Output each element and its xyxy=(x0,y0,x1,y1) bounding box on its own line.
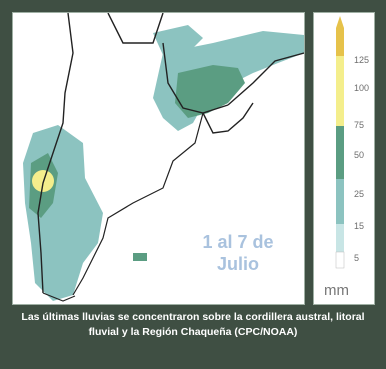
legend-tick-50: 50 xyxy=(354,150,365,160)
legend-band-25 xyxy=(336,179,344,224)
legend-tick-125: 125 xyxy=(354,55,370,65)
precipitation-legend: 125 100 75 50 25 15 5 mm xyxy=(313,12,375,305)
legend-tick-15: 15 xyxy=(354,221,365,231)
legend-colorbar xyxy=(335,16,345,269)
legend-tick-75: 75 xyxy=(354,120,365,130)
bolivia-border xyxy=(107,13,164,44)
coastline xyxy=(72,112,204,296)
legend-band-5 xyxy=(335,251,345,269)
legend-band-50 xyxy=(336,126,344,179)
land-area xyxy=(13,13,304,304)
malvinas-rain xyxy=(133,253,147,261)
paraguay-border xyxy=(162,42,229,114)
legend-tick-5: 5 xyxy=(354,253,360,263)
legend-top-arrow xyxy=(336,16,344,28)
legend-band-15 xyxy=(336,224,344,252)
legend-unit: mm xyxy=(324,282,349,299)
legend-tick-100: 100 xyxy=(354,83,370,93)
legend-band-100 xyxy=(336,56,344,102)
uruguay-border xyxy=(202,102,254,134)
map-graphic xyxy=(13,13,304,304)
legend-band-75 xyxy=(336,102,344,126)
figure-caption: Las últimas lluvias se concentraron sobr… xyxy=(21,311,365,338)
legend-band-125 xyxy=(336,28,344,56)
precipitation-map: 1 al 7 de Julio xyxy=(12,12,305,305)
rain-zone-litoral xyxy=(175,65,245,118)
tierra-del-fuego xyxy=(42,292,76,302)
date-range-label: 1 al 7 de Julio xyxy=(202,232,274,274)
legend-tick-25: 25 xyxy=(354,189,365,199)
brazil-border xyxy=(227,52,304,106)
andes-border xyxy=(37,13,74,294)
rain-zone-chaco xyxy=(153,25,203,55)
